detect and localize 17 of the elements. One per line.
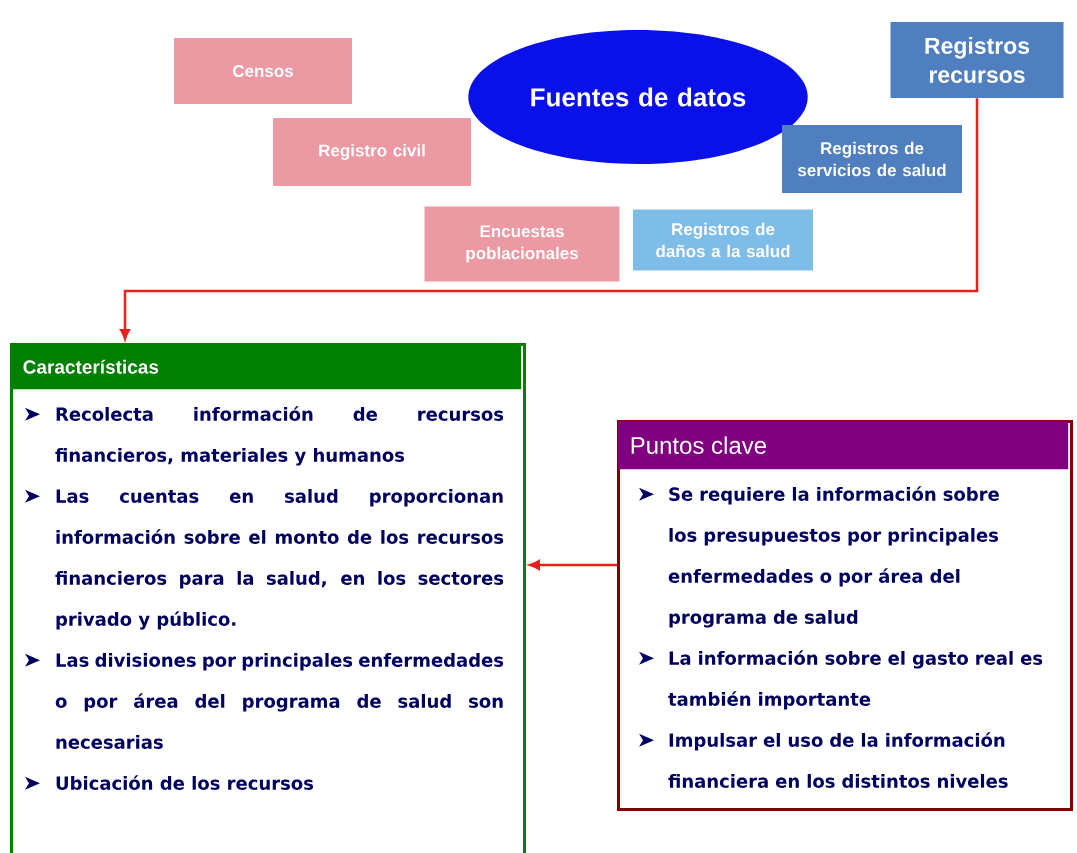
source-box: Censos	[174, 38, 352, 104]
source-box: Registros recursos	[890, 22, 1064, 98]
source-box: Registros de daños a la salud	[633, 209, 813, 271]
bullet-text: Impulsar el uso de la información financiera en los distintos niveles	[668, 732, 1008, 788]
source-box: Registros de servicios de salud	[782, 125, 962, 193]
bullet-text: Las cuentas en salud proporcionan información sobre el monto de los recursos financieros para la salud, en los sectores privado y público.	[55, 489, 504, 630]
arrow	[529, 560, 617, 570]
source-box: Encuestas poblacionales	[424, 206, 620, 282]
bullet-text: Las divisiones por principales enfermedades o por área del programa de salud son necesarias	[55, 653, 504, 749]
arrow	[120, 98, 979, 340]
bullet-text: Ubicación de los recursos	[56, 775, 314, 790]
source-box: Registro civil	[273, 118, 471, 186]
panel-header: Características	[11, 344, 522, 390]
panel-header: Puntos clave	[618, 421, 1069, 470]
bullet-text: La información sobre el gasto real es también importante	[668, 650, 1043, 710]
bullet-text: Se requiere la información sobre los presupuestos por principales enfermedades o por área del programa de salud	[668, 486, 999, 628]
bullet-text: Recolecta información de recursos financieros, materiales y humanos	[55, 406, 504, 466]
